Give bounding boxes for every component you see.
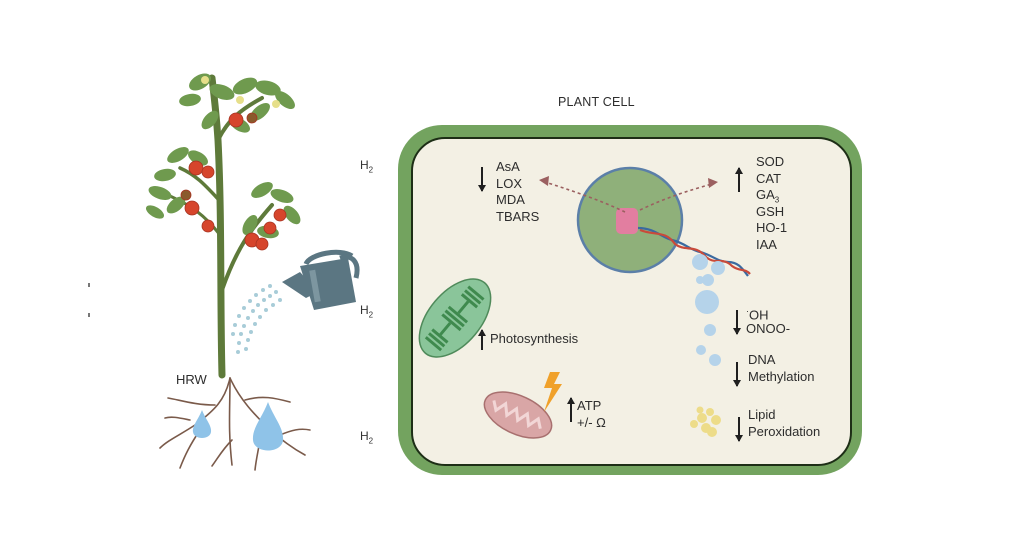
dashed-arrow-left-head <box>539 176 549 186</box>
oh-text: OH <box>749 307 769 323</box>
tomatoes <box>180 112 287 251</box>
peroxidation-label: Peroxidation <box>748 423 821 439</box>
plant-cell-title: PLANT CELL <box>558 95 635 109</box>
peroxynitrite-label: ONOO- <box>746 320 791 336</box>
arrow-down-icon <box>733 310 740 335</box>
edge-mark <box>88 313 90 317</box>
marker-ga3-base: GA <box>756 187 775 202</box>
photosynthesis-label: Photosynthesis <box>490 331 579 346</box>
chloroplast <box>418 278 492 358</box>
dashed-arrow-right-head <box>708 178 718 188</box>
water-spray <box>231 284 282 354</box>
dashed-arrow-right <box>639 183 713 211</box>
water-drop-small-icon <box>192 410 212 438</box>
marker-ho1: HO-1 <box>756 220 788 235</box>
chromatin <box>616 208 638 234</box>
marker-tbars: TBARS <box>496 208 540 224</box>
h2-base: H <box>360 429 369 443</box>
lipid-droplets <box>690 406 721 437</box>
water-drop-large-icon <box>252 402 284 451</box>
arrow-up-icon <box>478 329 485 350</box>
plant-stem <box>168 74 274 379</box>
mitochondrion <box>483 391 553 439</box>
dashed-arrow-left <box>544 181 626 213</box>
membrane-potential-label: +/- Ω <box>577 414 606 430</box>
h2-sub: 2 <box>368 310 374 320</box>
marker-ga3: GA3 <box>756 186 787 205</box>
watering-can-icon <box>282 249 360 310</box>
marker-mda: MDA <box>496 192 525 207</box>
lipid-peroxidation-list: Lipid Peroxidation <box>748 406 820 439</box>
h2-sub: 2 <box>368 165 374 175</box>
hydroxyl-radical-label: ·OH <box>746 303 790 323</box>
arrow-up-icon <box>735 167 742 192</box>
atp-label: ATP <box>577 398 602 413</box>
marker-ga3-sub: 3 <box>774 195 780 205</box>
dna-label: DNA <box>748 352 776 367</box>
arrow-down-icon <box>478 167 485 192</box>
decreased-markers-list: AsA LOX MDA TBARS <box>496 158 539 224</box>
radical-dot: · <box>746 306 749 316</box>
plant-flowers <box>201 76 280 108</box>
plant-leaves <box>145 73 301 239</box>
hrw-label: HRW <box>176 372 207 387</box>
marker-gsh: GSH <box>756 203 785 219</box>
ros-bubbles <box>692 254 725 366</box>
h2-base: H <box>360 158 369 172</box>
arrow-up-icon <box>567 397 574 422</box>
dna-methylation-list: DNA Methylation <box>748 351 814 384</box>
marker-asa: AsA <box>496 159 520 174</box>
marker-sod: SOD <box>756 154 785 169</box>
h2-label-top: H2 <box>360 158 373 174</box>
ros-list: ·OH ONOO- <box>746 303 790 336</box>
marker-lox: LOX <box>496 175 523 191</box>
h2-sub: 2 <box>368 436 374 446</box>
increased-markers-list: SOD CAT GA3 GSH HO-1 IAA <box>756 153 787 252</box>
lightning-icon <box>544 372 562 412</box>
atp-list: ATP +/- Ω <box>577 397 606 430</box>
lipid-label: Lipid <box>748 407 776 422</box>
edge-mark <box>88 283 90 287</box>
marker-cat: CAT <box>756 170 782 186</box>
methylation-label: Methylation <box>748 368 815 384</box>
h2-label-middle: H2 <box>360 303 373 319</box>
marker-iaa: IAA <box>756 236 777 252</box>
arrow-down-icon <box>733 362 740 387</box>
arrow-down-icon <box>735 417 742 442</box>
h2-base: H <box>360 303 369 317</box>
h2-label-bottom: H2 <box>360 429 373 445</box>
